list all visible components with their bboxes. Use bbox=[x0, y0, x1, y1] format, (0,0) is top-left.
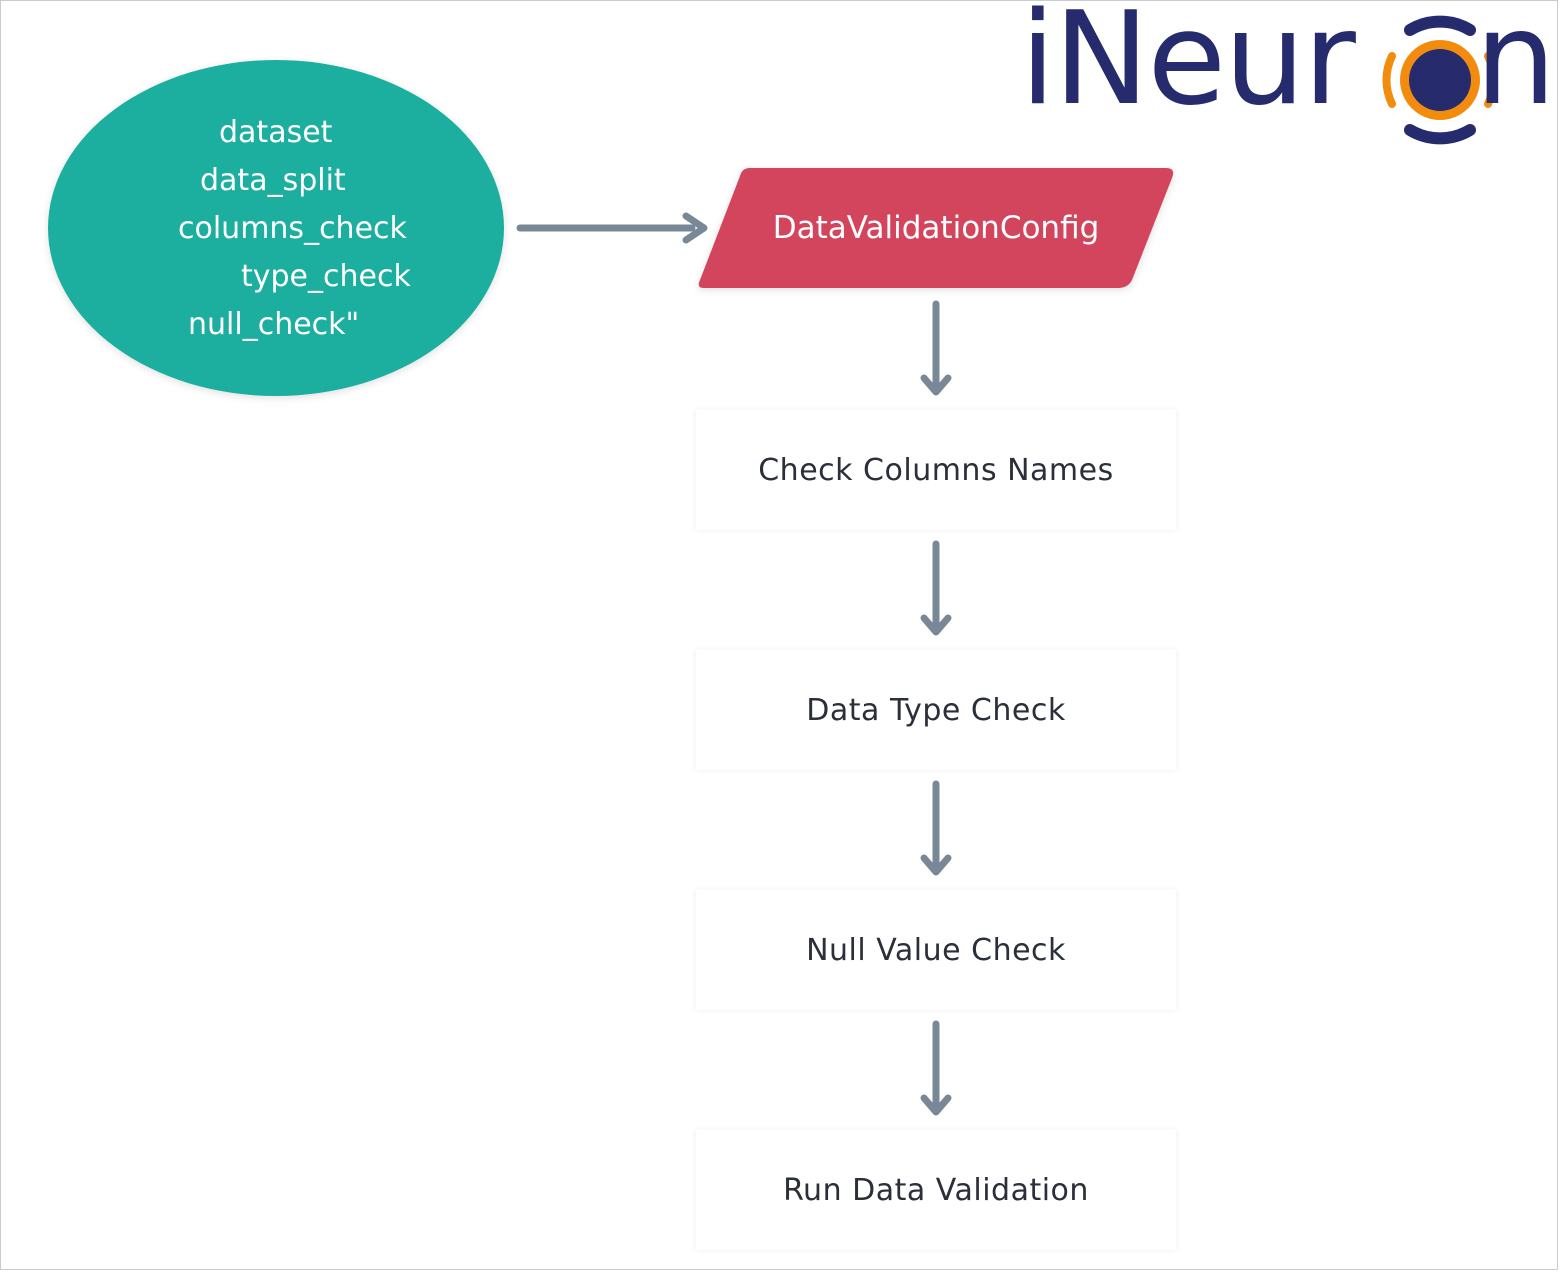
logo-o-icon bbox=[1382, 15, 1498, 145]
config-parallelogram bbox=[698, 168, 1174, 288]
step-null-value-check: Null Value Check bbox=[696, 890, 1176, 1010]
input-line-dataset: dataset bbox=[219, 115, 333, 150]
input-line-type-check: type_check bbox=[241, 259, 411, 294]
logo-text-suffix: n bbox=[1475, 0, 1557, 134]
arrow-config-to-step1 bbox=[920, 300, 952, 396]
input-line-null-check: null_check" bbox=[188, 307, 360, 342]
config-label: DataValidationConfig bbox=[772, 210, 1100, 246]
ineuron-logo: iNeur n bbox=[1020, 0, 1556, 146]
arrow-input-to-config bbox=[516, 212, 708, 244]
step-check-columns-names: Check Columns Names bbox=[696, 410, 1176, 530]
arrow-step2-to-step3 bbox=[920, 780, 952, 876]
step-run-data-validation: Run Data Validation bbox=[696, 1130, 1176, 1250]
arrow-step3-to-step4 bbox=[920, 1020, 952, 1116]
input-line-data-split: data_split bbox=[200, 163, 346, 198]
arrow-step1-to-step2 bbox=[920, 540, 952, 636]
logo-text-prefix: iNeur bbox=[1020, 0, 1356, 134]
input-line-columns-check: columns_check bbox=[178, 211, 407, 246]
step-data-type-check: Data Type Check bbox=[696, 650, 1176, 770]
input-ellipse bbox=[48, 60, 504, 396]
